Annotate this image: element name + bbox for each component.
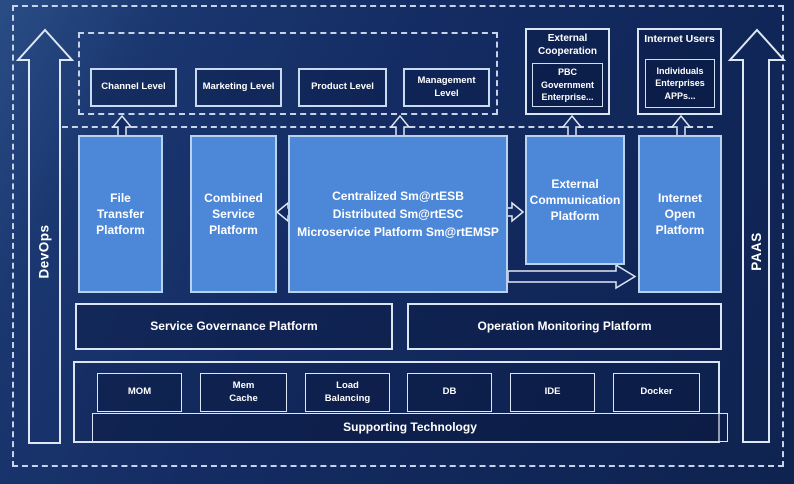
internet-users-body: Individuals Enterprises APPs... xyxy=(645,59,715,108)
level-box-marketing: Marketing Level xyxy=(195,68,282,107)
external-cooperation-title: External Cooperation xyxy=(538,33,597,57)
platform-external-communication: External Communication Platform xyxy=(525,135,625,265)
external-cooperation-box: External Cooperation PBC Government Ente… xyxy=(525,28,610,115)
platform-combined-service: Combined Service Platform xyxy=(190,135,277,293)
devops-label-area: DevOps xyxy=(29,60,60,443)
outer-dashed-border xyxy=(12,5,784,467)
tech-box-db: DB xyxy=(407,373,492,412)
supporting-technology-group xyxy=(73,361,720,443)
paas-arrow-icon xyxy=(727,28,787,443)
up-arrow-internet-open-icon xyxy=(670,114,692,138)
tech-box-ide: IDE xyxy=(510,373,595,412)
right-arrow-central-external-icon xyxy=(506,201,525,223)
external-cooperation-body: PBC Government Enterprise... xyxy=(532,63,603,107)
level-box-management: Management Level xyxy=(403,68,490,107)
boundary-dashed-line xyxy=(62,126,713,128)
level-box-product: Product Level xyxy=(298,68,387,107)
service-governance-platform: Service Governance Platform xyxy=(75,303,393,350)
up-arrow-central-icon xyxy=(389,114,411,138)
tech-box-mem-cache: Mem Cache xyxy=(200,373,287,412)
platform-central-esb: Centralized Sm@rtESB Distributed Sm@rtES… xyxy=(288,135,508,293)
platform-file-transfer: File Transfer Platform xyxy=(78,135,163,293)
paas-label: PAAS xyxy=(748,231,764,271)
tech-box-load-balancing: Load Balancing xyxy=(305,373,390,412)
supporting-technology-bar: Supporting Technology xyxy=(92,413,728,442)
up-arrow-external-communication-icon xyxy=(561,114,583,138)
tech-box-docker: Docker xyxy=(613,373,700,412)
up-arrow-file-transfer-icon xyxy=(111,114,133,138)
paas-label-area: PAAS xyxy=(743,60,769,442)
platform-internet-open: Internet Open Platform xyxy=(638,135,722,293)
internet-users-box: Internet Users Individuals Enterprises A… xyxy=(637,28,722,115)
devops-label: DevOps xyxy=(37,224,52,279)
operation-monitoring-platform: Operation Monitoring Platform xyxy=(407,303,722,350)
internet-users-title: Internet Users xyxy=(644,33,715,45)
levels-group xyxy=(78,32,498,115)
devops-arrow-icon xyxy=(15,28,75,444)
tech-box-mom: MOM xyxy=(97,373,182,412)
level-box-channel: Channel Level xyxy=(90,68,177,107)
long-arrow-central-internet-open-icon xyxy=(507,263,637,290)
